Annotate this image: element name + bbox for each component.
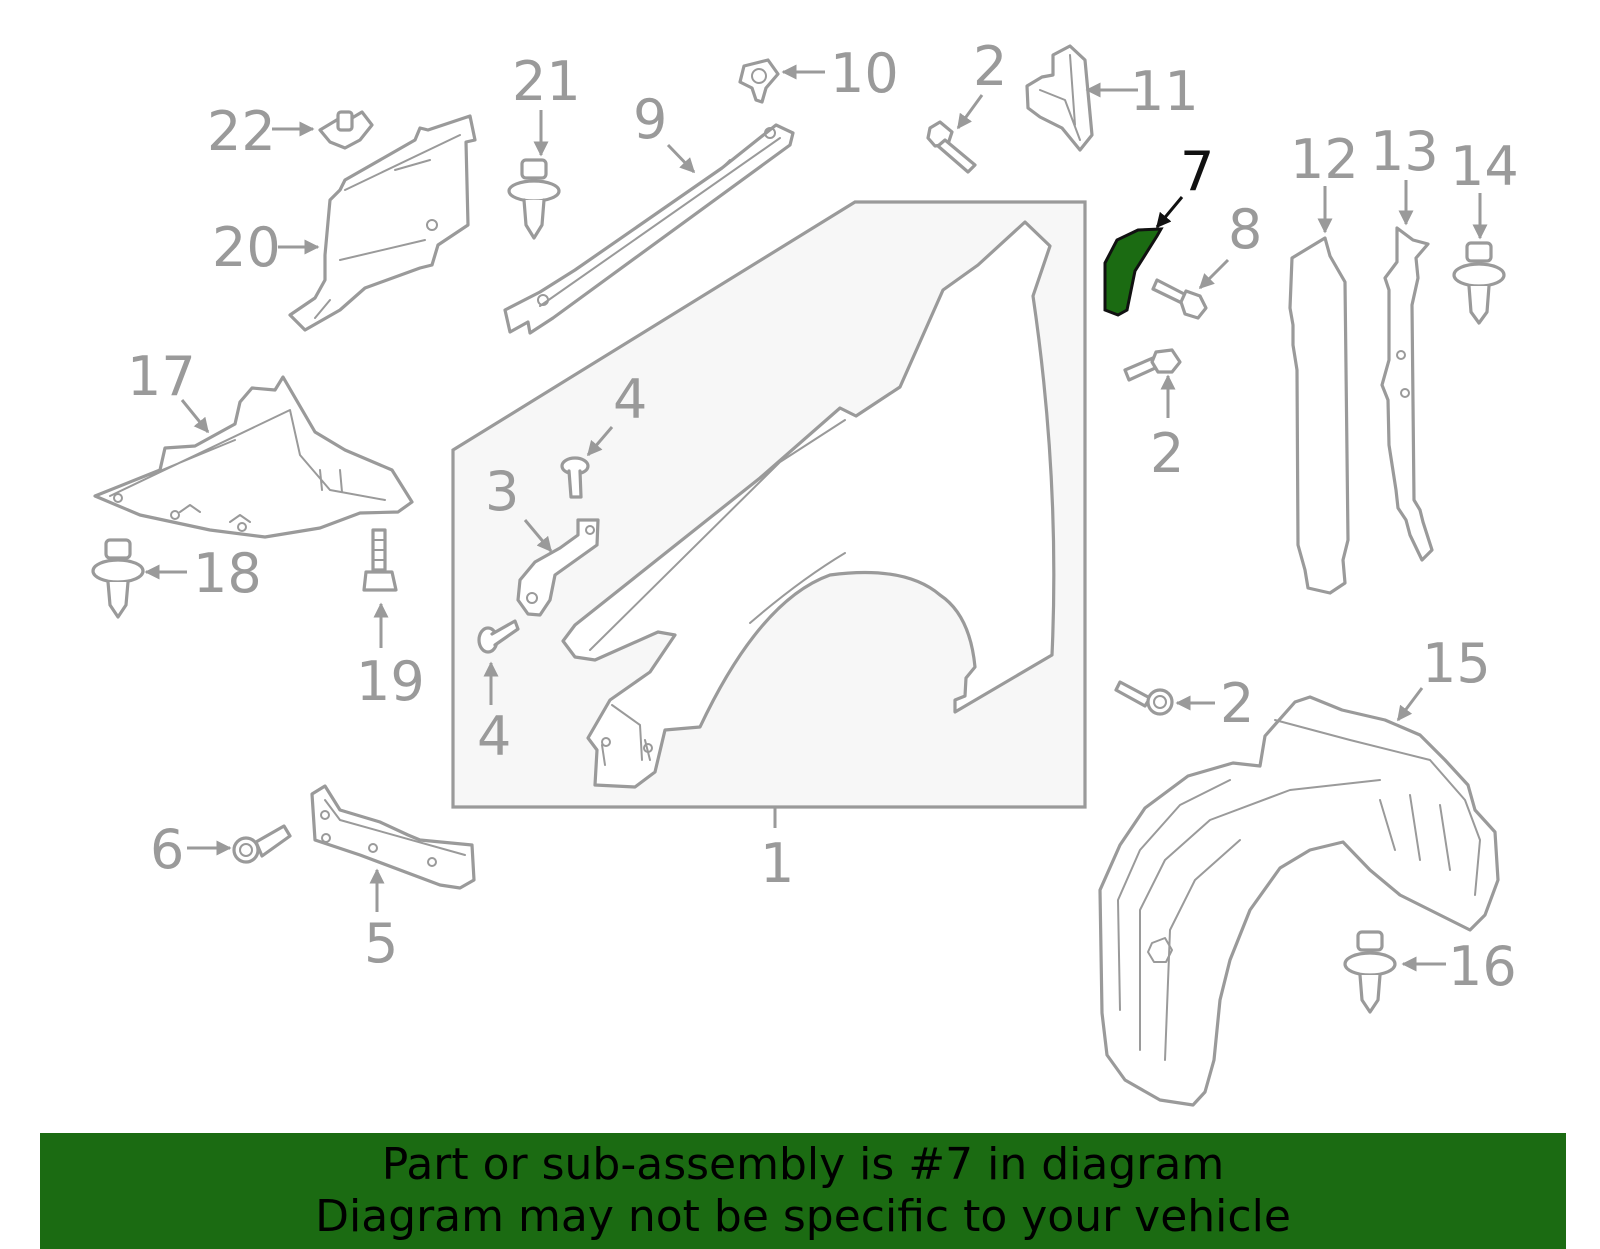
- callout-13: 13: [1370, 120, 1439, 183]
- callout-4-upper: 4: [613, 368, 647, 431]
- callout-16: 16: [1448, 935, 1517, 998]
- bracket-part-5: [310, 784, 476, 890]
- bolt-part-2-top: [926, 120, 977, 174]
- nut-part-10: [738, 58, 780, 104]
- callout-12: 12: [1290, 128, 1359, 191]
- fender-hole: [601, 737, 611, 747]
- bolt-part-8: [1151, 278, 1208, 320]
- fender-assembly-box: [451, 200, 1087, 809]
- callout-20: 20: [212, 216, 281, 279]
- callout-18: 18: [193, 542, 262, 605]
- callout-10: 10: [830, 42, 899, 105]
- screw-part-4-upper: [560, 456, 590, 499]
- callout-8: 8: [1228, 198, 1262, 261]
- fender-crease-line: [589, 419, 846, 651]
- screw-part-4-lower: [477, 619, 520, 654]
- fender-front-mount: [601, 704, 651, 766]
- info-banner: Part or sub-assembly is #7 in diagram Di…: [40, 1133, 1566, 1249]
- clip-part-21: [507, 158, 561, 240]
- fender-hole: [643, 743, 653, 753]
- callout-3: 3: [485, 460, 519, 523]
- bolt-part-2-lower: [1114, 680, 1174, 716]
- clip-part-14: [1452, 241, 1506, 325]
- callout-21: 21: [512, 50, 581, 113]
- callout-4-lower: 4: [477, 705, 511, 768]
- callout-6: 6: [150, 818, 184, 881]
- callout-14: 14: [1450, 135, 1519, 198]
- callout-19: 19: [356, 650, 425, 713]
- callout-2-top: 2: [973, 35, 1007, 98]
- bolt-part-6: [232, 824, 292, 864]
- callout-17: 17: [127, 345, 196, 408]
- fender-wheel-arc-inner: [749, 552, 846, 624]
- callout-7-highlighted: 7: [1180, 140, 1214, 203]
- bolt-part-19: [362, 528, 398, 592]
- callout-11: 11: [1130, 60, 1199, 123]
- callout-15: 15: [1422, 632, 1491, 695]
- seal-part-12: [1288, 236, 1350, 595]
- callout-9: 9: [633, 88, 667, 151]
- callout-2-middle: 2: [1150, 422, 1184, 485]
- strip-part-13: [1380, 226, 1434, 562]
- bracket-part-3: [516, 518, 600, 617]
- callout-22: 22: [207, 100, 276, 163]
- clip-part-16: [1343, 930, 1397, 1014]
- undercover-part-17: [93, 375, 414, 539]
- callout-2-lower: 2: [1220, 672, 1254, 735]
- bracket-part-7-highlighted: [1103, 227, 1164, 317]
- banner-line-disclaimer: Diagram may not be specific to your vehi…: [315, 1191, 1291, 1242]
- bolt-part-2-middle: [1123, 348, 1182, 382]
- callout-5: 5: [364, 912, 398, 975]
- wheel-liner-part-15: [1098, 695, 1500, 1107]
- bracket-part-20: [288, 114, 477, 332]
- banner-line-part-info: Part or sub-assembly is #7 in diagram: [381, 1139, 1225, 1190]
- callout-1: 1: [760, 832, 794, 895]
- clip-part-18: [91, 538, 145, 619]
- fender-panel: [561, 220, 1056, 789]
